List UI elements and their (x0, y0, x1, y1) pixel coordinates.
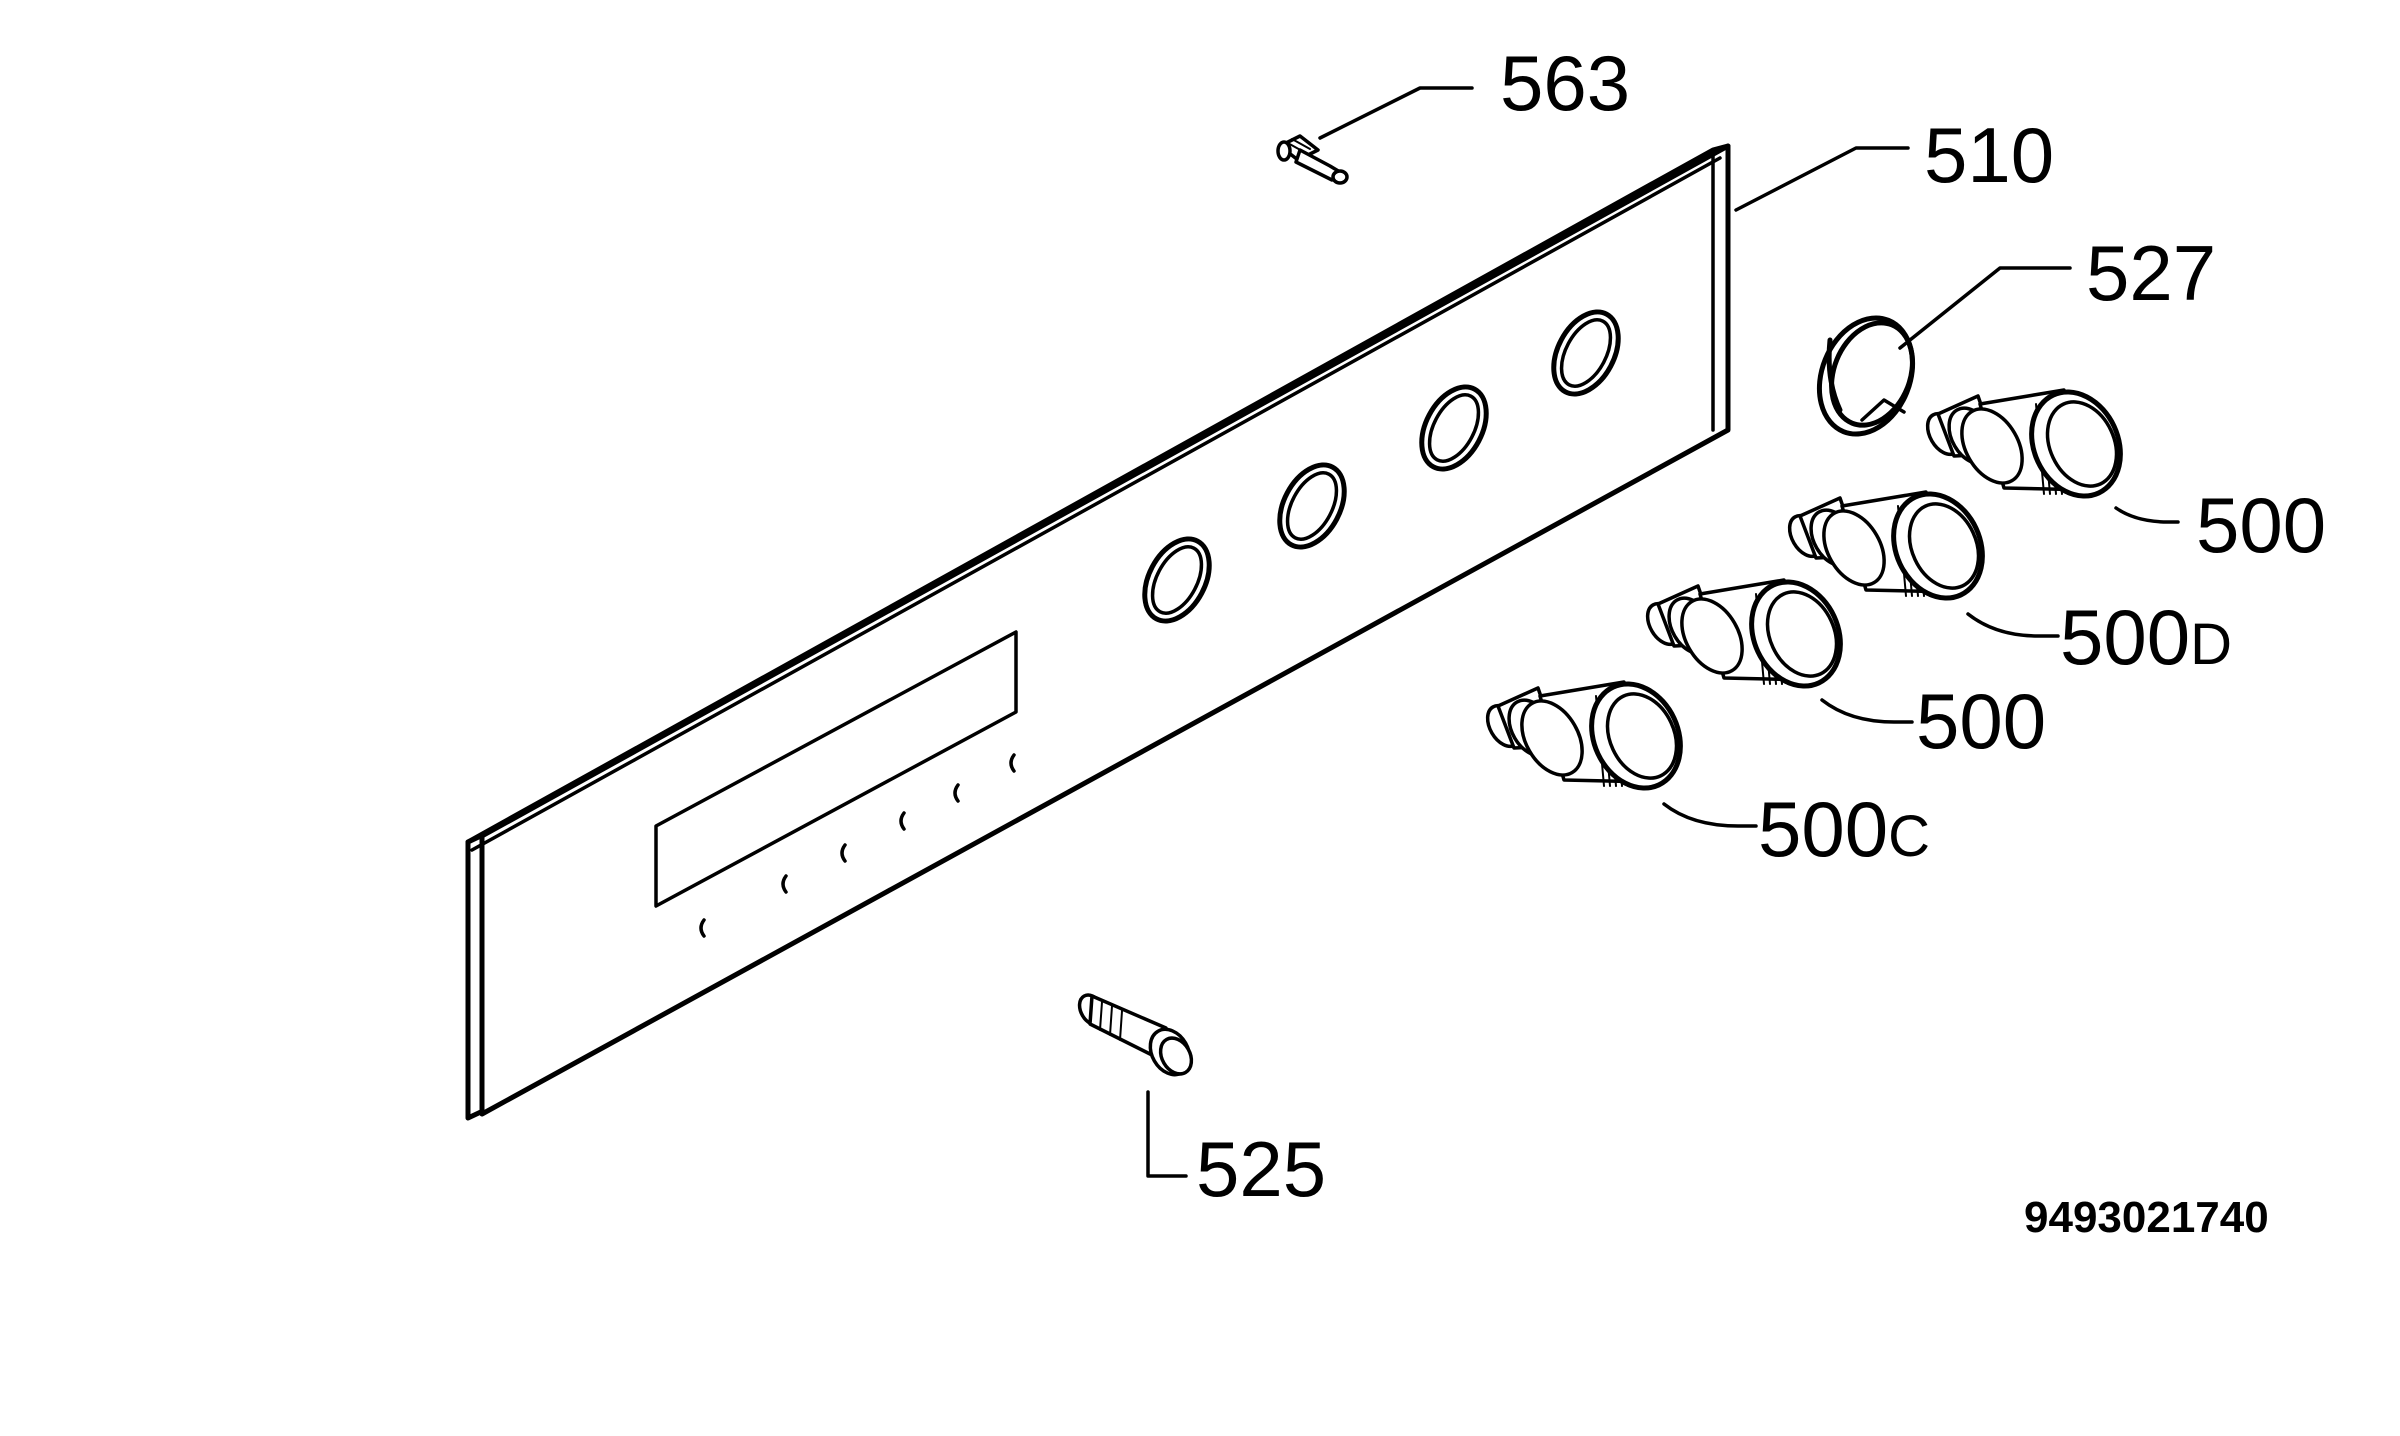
knob-500-middle (1641, 567, 1857, 700)
callout-525: 525 (1196, 1125, 1326, 1213)
bezel-ring-527 (1816, 315, 1916, 437)
screw-563 (1276, 134, 1349, 185)
screw-525 (1077, 993, 1194, 1077)
callout-500d-suffix: D (2190, 612, 2232, 677)
callout-510: 510 (1924, 111, 2054, 199)
indicator-marks (699, 753, 1016, 938)
leader-lines (1146, 86, 2180, 1178)
callout-500d-number: 500 (2060, 593, 2190, 681)
display-window (654, 630, 1018, 908)
knob-500-top (1921, 377, 2137, 510)
callout-527: 527 (2086, 229, 2216, 317)
callout-500d: 500D (2060, 593, 2232, 681)
callout-500-top: 500 (2196, 481, 2326, 569)
callout-500c: 500C (1758, 785, 1930, 873)
knob-holes (1142, 309, 1621, 624)
knob-500c (1481, 669, 1697, 802)
callout-500c-number: 500 (1758, 785, 1888, 873)
callout-500-middle: 500 (1916, 677, 2046, 765)
callout-500c-suffix: C (1888, 804, 1930, 869)
callout-563: 563 (1500, 39, 1630, 127)
callout-labels: 563 510 527 500 500D 500 500C 525 (1196, 39, 2326, 1213)
document-number: 9493021740 (2024, 1193, 2269, 1242)
control-panel-510 (465, 143, 1731, 1121)
